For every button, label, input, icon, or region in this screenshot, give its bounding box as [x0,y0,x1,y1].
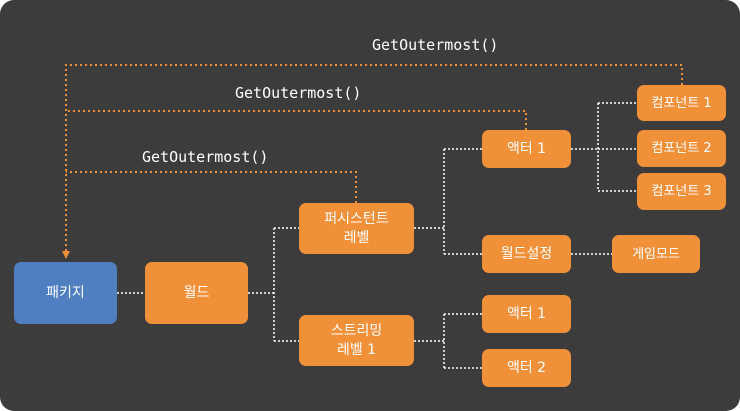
get-outermost-label-middle: GetOutermost() [235,84,362,102]
component-3-node: 컴포넌트 3 [637,173,726,210]
streaming-actor-2-node: 액터 2 [482,349,571,387]
component-1-node: 컴포넌트 1 [637,85,726,121]
streaming-actor-1-node: 액터 1 [482,295,571,333]
link-world-levels [248,227,299,342]
persistent-level-node: 퍼시스턴트 레벨 [299,203,414,254]
link-persistent-children [414,148,482,255]
outer-link-from-actor [66,110,527,130]
game-mode-node: 게임모드 [612,235,700,273]
actor-1-node: 액터 1 [482,130,571,168]
component-2-node: 컴포넌트 2 [637,130,726,167]
get-outermost-label-bottom: GetOutermost() [142,148,269,166]
package-node: 패키지 [14,262,117,324]
link-streaming-children [414,313,482,369]
streaming-level-node: 스트리밍 레벨 1 [299,315,414,366]
link-actor-components [571,102,637,192]
outer-link-from-component [62,64,683,259]
world-settings-node: 월드설정 [482,235,571,273]
get-outermost-label-top: GetOutermost() [372,36,499,54]
world-node: 월드 [145,262,248,324]
outer-link-from-level [66,171,357,203]
